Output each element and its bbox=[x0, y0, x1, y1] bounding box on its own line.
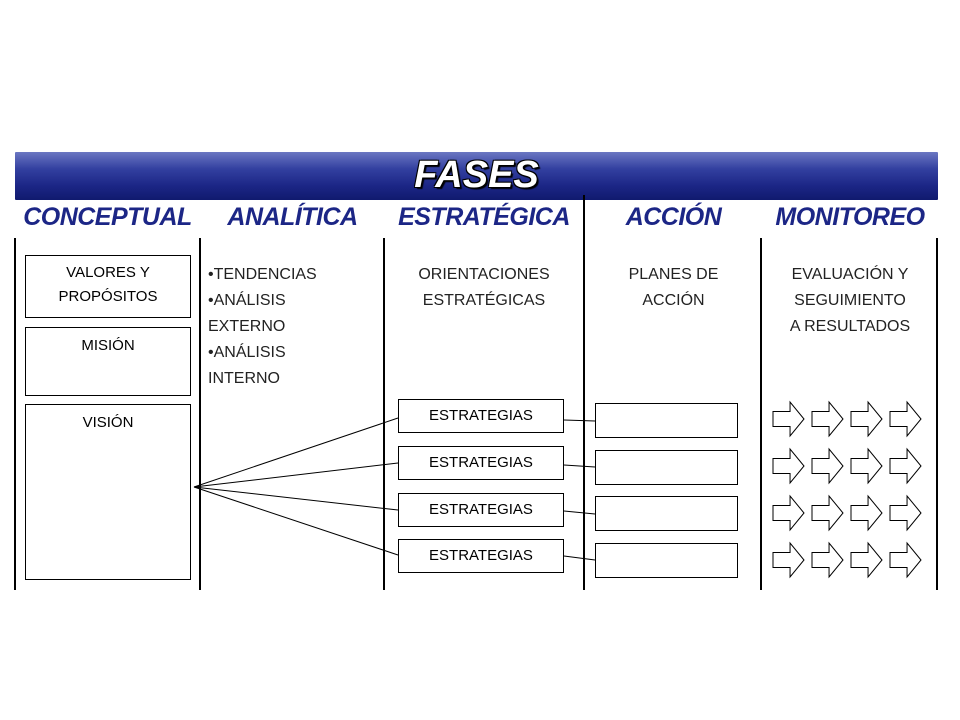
column-divider bbox=[583, 195, 585, 590]
right-arrow-icon bbox=[889, 494, 922, 532]
monitoring-heading: EVALUACIÓN Y SEGUIMIENTO A RESULTADOS bbox=[762, 262, 938, 340]
right-arrow-icon bbox=[850, 494, 883, 532]
strategic-heading: ORIENTACIONES ESTRATÉGICAS bbox=[384, 262, 584, 314]
list-item: EXTERNO bbox=[208, 318, 286, 335]
phase-analitica: ANALÍTICA bbox=[227, 203, 358, 231]
strategy-box: ESTRATEGIAS bbox=[398, 399, 564, 433]
action-heading-line: ACCIÓN bbox=[642, 292, 705, 309]
connector-line bbox=[563, 510, 596, 515]
vision-label: VISIÓN bbox=[82, 414, 134, 431]
connector-line bbox=[193, 417, 399, 488]
connector-line bbox=[193, 462, 399, 488]
connector-line bbox=[193, 486, 399, 556]
mission-label: MISIÓN bbox=[81, 337, 135, 354]
right-arrow-icon bbox=[850, 447, 883, 485]
banner-title: FASES bbox=[414, 154, 539, 196]
right-arrow-icon bbox=[811, 400, 844, 438]
right-arrow-icon bbox=[772, 494, 805, 532]
analysis-list: •TENDENCIAS •ANÁLISIS EXTERNO •ANÁLISIS … bbox=[208, 262, 378, 392]
right-arrow-icon bbox=[889, 400, 922, 438]
list-item: INTERNO bbox=[208, 370, 280, 387]
action-plan-box bbox=[595, 496, 738, 531]
list-item: •TENDENCIAS bbox=[208, 266, 317, 283]
column-divider bbox=[760, 238, 762, 590]
mission-box: MISIÓN bbox=[25, 327, 191, 396]
connector-line bbox=[563, 464, 596, 468]
right-arrow-icon bbox=[889, 541, 922, 579]
right-arrow-icon bbox=[850, 541, 883, 579]
right-arrow-icon bbox=[889, 447, 922, 485]
connector-line bbox=[563, 555, 596, 561]
monitoring-heading-line: A RESULTADOS bbox=[789, 318, 911, 335]
connector-line bbox=[193, 486, 399, 511]
action-heading: PLANES DE ACCIÓN bbox=[585, 262, 762, 314]
action-plan-box bbox=[595, 450, 738, 485]
strategy-box: ESTRATEGIAS bbox=[398, 446, 564, 480]
phase-accion: ACCIÓN bbox=[625, 203, 722, 231]
phase-monitoreo: MONITOREO bbox=[775, 203, 925, 231]
strategy-box: ESTRATEGIAS bbox=[398, 539, 564, 573]
action-heading-line: PLANES DE bbox=[628, 266, 719, 283]
action-plan-box bbox=[595, 543, 738, 578]
arrow-grid bbox=[772, 400, 922, 579]
strategic-heading-line: ORIENTACIONES bbox=[418, 266, 550, 283]
phase-estrategica: ESTRATÉGICA bbox=[398, 203, 570, 231]
right-arrow-icon bbox=[850, 400, 883, 438]
column-divider bbox=[936, 238, 938, 590]
fases-banner: FASES bbox=[15, 152, 938, 200]
monitoring-heading-line: SEGUIMIENTO bbox=[794, 292, 906, 309]
column-divider bbox=[199, 238, 201, 590]
action-plan-box bbox=[595, 403, 738, 438]
right-arrow-icon bbox=[772, 400, 805, 438]
right-arrow-icon bbox=[811, 447, 844, 485]
right-arrow-icon bbox=[772, 541, 805, 579]
phase-conceptual: CONCEPTUAL bbox=[23, 203, 192, 231]
right-arrow-icon bbox=[772, 447, 805, 485]
values-box: VALORES Y PROPÓSITOS bbox=[25, 255, 191, 318]
values-line: PROPÓSITOS bbox=[58, 288, 158, 305]
list-item: •ANÁLISIS bbox=[208, 344, 286, 361]
strategic-heading-line: ESTRATÉGICAS bbox=[422, 292, 546, 309]
column-divider bbox=[383, 238, 385, 590]
values-line: VALORES Y bbox=[66, 264, 150, 281]
list-item: •ANÁLISIS bbox=[208, 292, 286, 309]
strategy-box: ESTRATEGIAS bbox=[398, 493, 564, 527]
monitoring-heading-line: EVALUACIÓN Y bbox=[791, 266, 909, 283]
right-arrow-icon bbox=[811, 541, 844, 579]
vision-box: VISIÓN bbox=[25, 404, 191, 580]
column-divider bbox=[14, 238, 16, 590]
right-arrow-icon bbox=[811, 494, 844, 532]
connector-line bbox=[563, 419, 596, 422]
